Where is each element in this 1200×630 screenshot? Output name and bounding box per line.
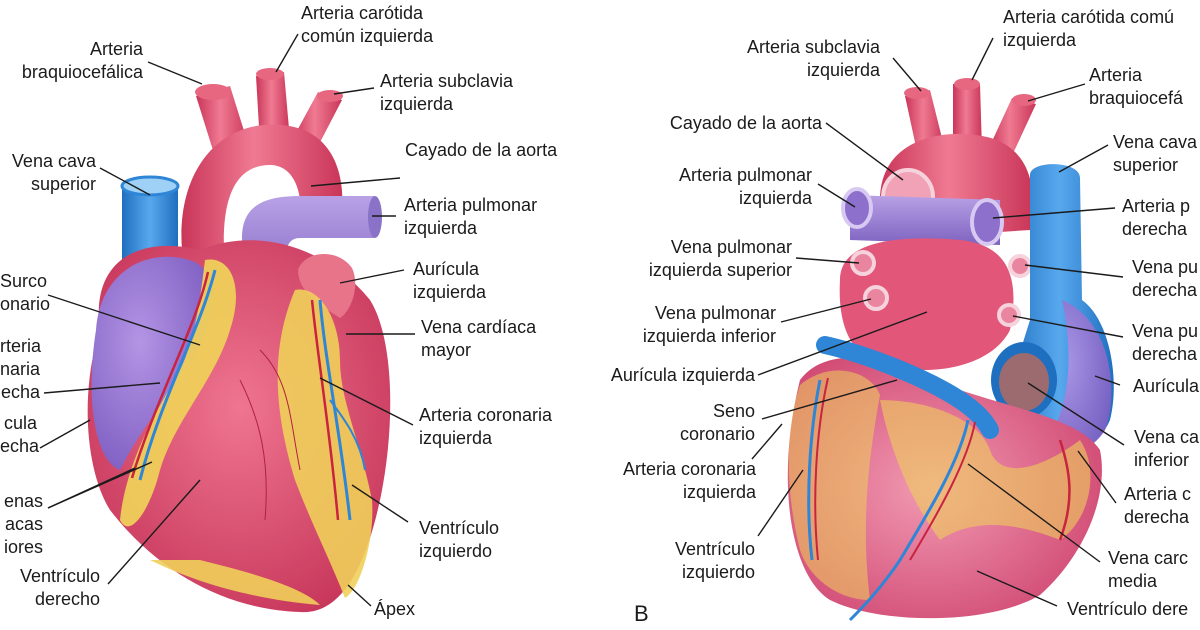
label-a-apex: Ápex xyxy=(374,599,416,619)
label-a-arteria-carotida: Arteria carótida común izquierda xyxy=(301,3,434,46)
label-b-arteria-pulmonar-der: Arteria p derecha xyxy=(1122,196,1191,239)
label-a-vena-cardiaca-mayor: Vena cardíaca mayor xyxy=(421,317,537,360)
label-b-seno-coronario: Seno coronario xyxy=(679,401,755,444)
label-a-arteria-braquiocefalica: Arteria braquiocefálica xyxy=(21,39,143,82)
label-b-arteria-coronaria-izq: Arteria coronaria izquierda xyxy=(622,459,756,502)
label-b-arteria-carotida: Arteria carótida comú izquierda xyxy=(1003,7,1175,50)
label-b-arteria-coronaria-der: Arteria c derecha xyxy=(1124,484,1192,527)
label-b-vena-pulmonar-izq-inf: Vena pulmonar izquierda inferior xyxy=(642,303,776,346)
label-a-auricula-izquierda: Aurícula izquierda xyxy=(413,259,487,302)
label-a-arteria-pulmonar-izq: Arteria pulmonar izquierda xyxy=(404,195,538,238)
label-a-surco-coronario: Surco onario xyxy=(0,271,51,314)
label-a-ventriculo-izquierdo: Ventrículo izquierdo xyxy=(419,518,500,561)
label-b-vena-cardiaca-media: Vena carc media xyxy=(1108,548,1189,591)
label-b-arteria-braquiocefalica: Arteria braquiocefá xyxy=(1089,65,1184,108)
label-b-vena-cava-inferior: Vena ca inferior xyxy=(1134,427,1200,470)
label-b-vena-pulmonar-der-sup: Vena pu derecha xyxy=(1132,257,1199,300)
label-a-arteria-coronaria-der: rteria naria echa xyxy=(0,336,42,402)
label-b-cayado-aorta: Cayado de la aorta xyxy=(669,113,822,133)
label-a-vena-cava-superior: Vena cava superior xyxy=(11,151,96,194)
label-b-auricula-izquierda: Aurícula izquierda xyxy=(610,365,755,385)
label-a-ventriculo-derecho: Ventrículo derecho xyxy=(19,566,100,609)
label-a-cayado-aorta: Cayado de la aorta xyxy=(405,140,558,160)
heart-anterior xyxy=(87,68,391,613)
leader-lines xyxy=(39,33,1125,607)
label-b-ventriculo-izquierdo: Ventrículo izquierdo xyxy=(674,539,755,582)
label-a-auricula-derecha: cula echa xyxy=(0,413,40,456)
label-a-arteria-subclavia: Arteria subclavia izquierda xyxy=(380,71,514,114)
label-b-vena-pulmonar-der-inf: Vena pu derecha xyxy=(1132,321,1199,364)
label-b-auricula-derecha: Aurícula xyxy=(1133,376,1200,396)
heart-posterior xyxy=(787,78,1114,622)
panel-letter-b: B xyxy=(634,601,649,626)
label-b-ventriculo-derecho: Ventrículo dere xyxy=(1067,599,1189,619)
label-b-arteria-subclavia: Arteria subclavia izquierda xyxy=(746,37,880,80)
label-b-arteria-pulmonar-izq: Arteria pulmonar izquierda xyxy=(678,165,812,208)
label-b-vena-cava-superior: Vena cava superior xyxy=(1113,132,1198,175)
label-a-arteria-coronaria-izq: Arteria coronaria izquierda xyxy=(419,405,553,448)
label-b-vena-pulmonar-izq-sup: Vena pulmonar izquierda superior xyxy=(648,237,792,280)
label-a-venas-cardiacas: enas acas iores xyxy=(3,491,43,557)
